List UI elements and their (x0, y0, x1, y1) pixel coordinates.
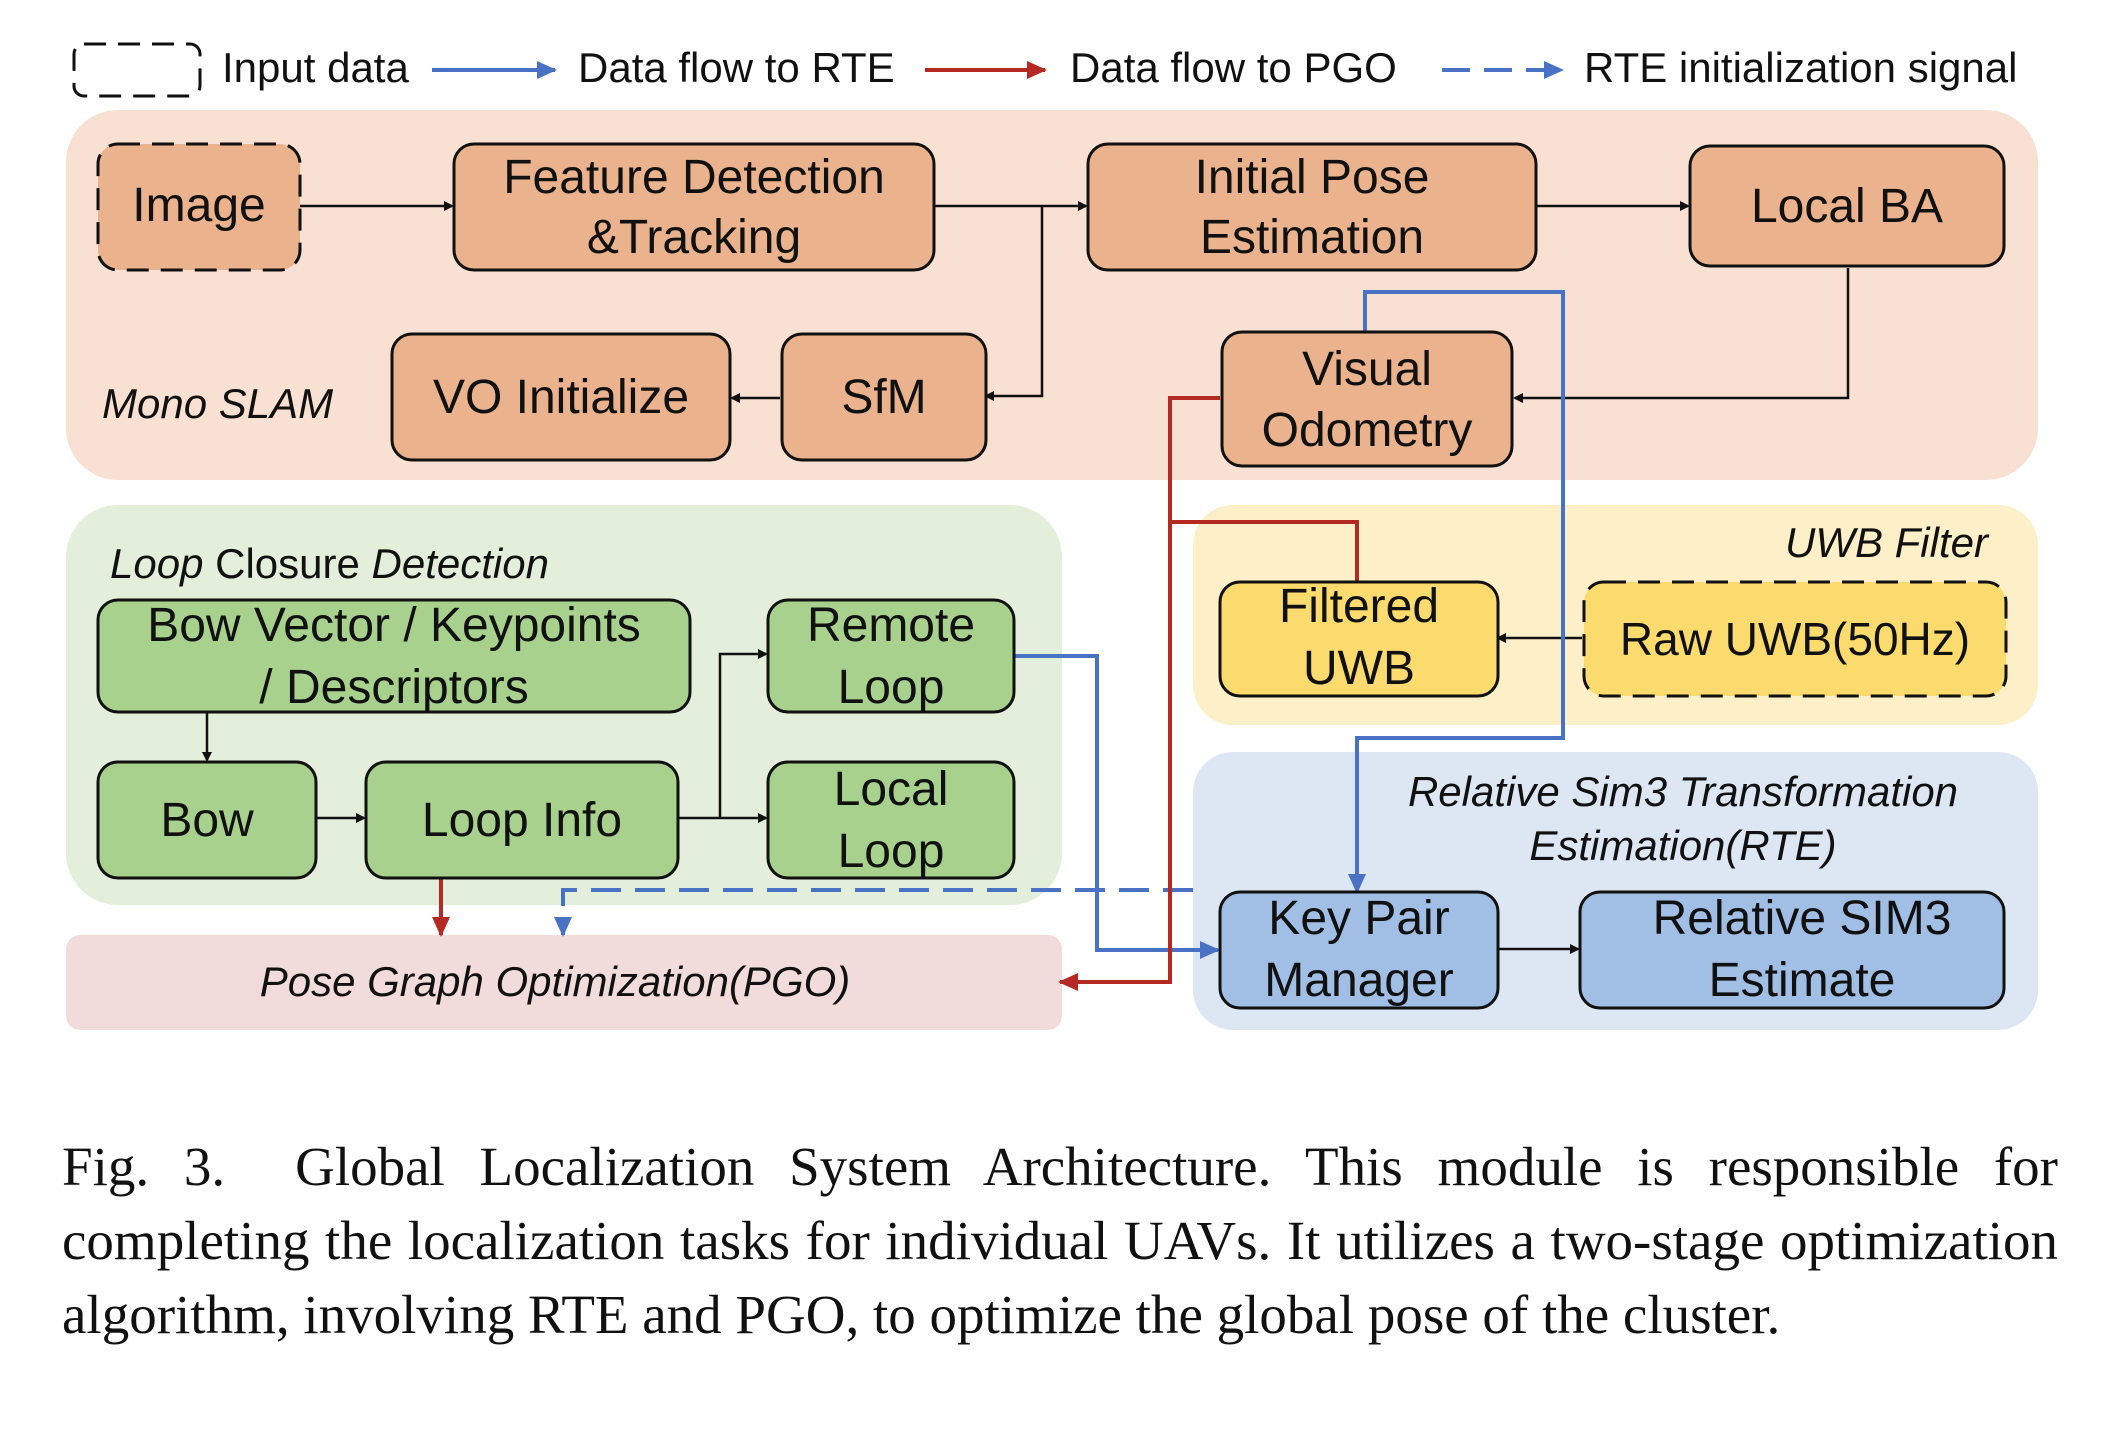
local-loop-node (766, 760, 1016, 880)
figure-caption-text: Global Localization System Architecture.… (62, 1136, 2058, 1345)
legend-rte-init-label: RTE initialization signal (1584, 44, 2017, 91)
figure-caption-label: Fig. 3. (62, 1136, 226, 1197)
filtered-uwb-node-label: UWB (1303, 642, 1415, 695)
rte-label-line: Relative Sim3 Transformation (1408, 768, 1958, 815)
pgo-flow-connectors (432, 396, 1359, 991)
key-pair-manager-node (1218, 890, 1500, 1010)
filtered-uwb-node (1218, 580, 1500, 698)
vo-initialize-node (390, 332, 732, 462)
legend-pgo-flow-label: Data flow to PGO (1070, 44, 1397, 91)
visual-odometry-node-label: Visual (1302, 343, 1432, 396)
raw-uwb-node (1582, 580, 2008, 698)
black-connectors (202, 201, 1850, 954)
pgo-group (66, 935, 1062, 1030)
initial-pose-node-label: Estimation (1200, 211, 1424, 264)
relative-sim3-node-label: Estimate (1709, 954, 1896, 1007)
legend-rte-flow-label: Data flow to RTE (578, 44, 895, 91)
image-node (96, 142, 302, 272)
relative-sim3-node-label: Relative SIM3 (1653, 892, 1952, 945)
remote-loop-node-label: Remote (807, 599, 975, 652)
loop-info-node-label: Loop Info (422, 794, 622, 847)
legend: Input data Data flow to RTE Data flow to… (72, 42, 2017, 98)
loop-closure-label: Loop Closure Detection (110, 540, 549, 587)
image-node-label: Image (132, 179, 265, 232)
bow-vector-node-label: Bow Vector / Keypoints (147, 599, 641, 652)
filtered-uwb-node-label: Filtered (1279, 580, 1439, 633)
architecture-diagram: Input data Data flow to RTE Data flow to… (66, 42, 2038, 1030)
rte-label-line: Estimation(RTE) (1529, 822, 1836, 869)
local-ba-node-label: Local BA (1751, 180, 1943, 233)
remote-loop-node-label: Loop (838, 661, 945, 714)
loop-closure-label-part: Detection (372, 540, 549, 587)
bow-node-label: Bow (160, 794, 254, 847)
visual-odometry-to-key-pair-flow (1348, 290, 1565, 894)
remote-loop-to-key-pair-flow (1014, 654, 1220, 959)
visual-odometry-node-label: Odometry (1262, 404, 1473, 457)
feature-detection-node (452, 142, 936, 272)
uwb-filter-label: UWB Filter (1785, 519, 1990, 566)
raw-uwb-node-label: Raw UWB(50Hz) (1620, 613, 1970, 665)
figure-caption: Fig. 3.Global Localization System Archit… (62, 1130, 2058, 1352)
legend-input-data-swatch (72, 42, 202, 98)
loop-info-node (364, 760, 680, 880)
visual-odometry-to-pgo-flow (1058, 396, 1220, 991)
legend-input-data-label: Input data (222, 44, 409, 91)
rte-init-signal (554, 888, 1193, 937)
pgo-label: Pose Graph Optimization(PGO) (260, 958, 851, 1005)
key-pair-manager-node-label: Manager (1264, 954, 1453, 1007)
feature-to-sfm-arrow (984, 206, 1044, 401)
key-pair-manager-node-label: Key Pair (1268, 892, 1449, 945)
initial-pose-node (1086, 142, 1538, 272)
mono-slam-label: Mono SLAM (102, 380, 333, 427)
feature-detection-node-label: Feature Detection (503, 151, 885, 204)
loop-info-to-remote-loop-arrow (718, 649, 768, 818)
bow-node (96, 760, 318, 880)
initial-pose-node-label: Initial Pose (1195, 151, 1430, 204)
visual-odometry-node (1220, 330, 1514, 468)
bow-vector-node-label: / Descriptors (259, 661, 528, 714)
sfm-node (780, 332, 988, 462)
bow-vector-node (96, 598, 692, 714)
filtered-uwb-to-pgo-flow (1170, 520, 1359, 582)
sfm-node-label: SfM (841, 371, 926, 424)
vo-initialize-node-label: VO Initialize (433, 371, 689, 424)
loop-closure-label-part: Loop (110, 540, 203, 587)
local-ba-node (1688, 144, 2006, 268)
local-loop-node-label: Local (834, 763, 949, 816)
remote-loop-node (766, 598, 1016, 714)
loop-closure-label-part: Closure (203, 540, 371, 587)
relative-sim3-node (1578, 890, 2006, 1010)
rte-flow-connectors (554, 290, 1565, 959)
local-ba-to-visual-odometry-arrow (1513, 268, 1850, 403)
local-loop-node-label: Loop (838, 825, 945, 878)
feature-detection-node-label: &Tracking (587, 211, 801, 264)
